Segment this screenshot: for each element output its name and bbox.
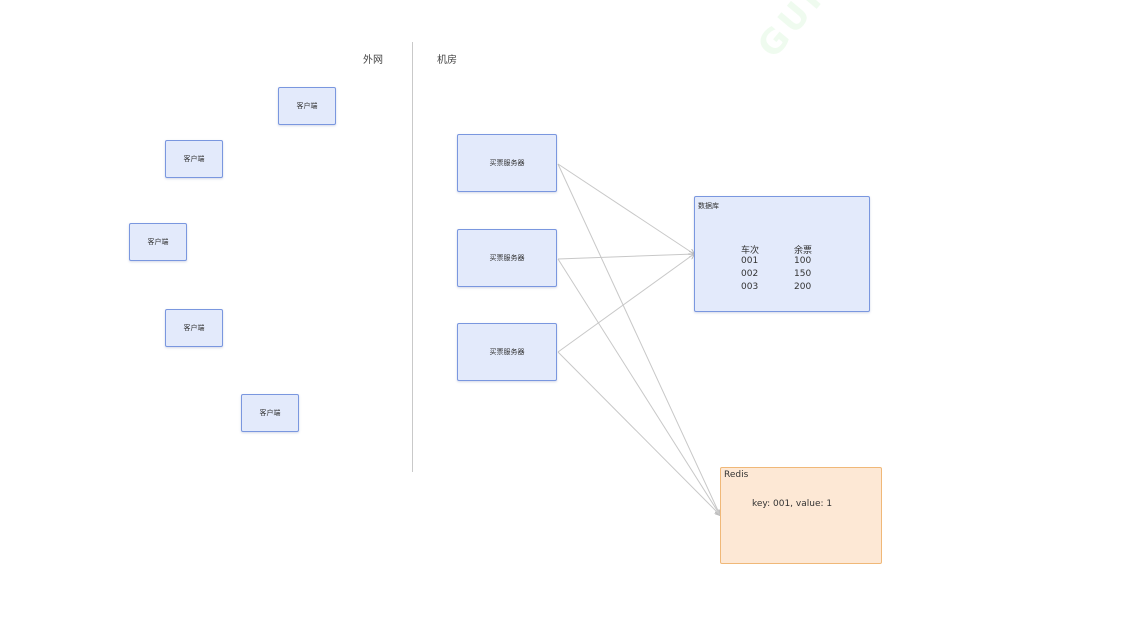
zone-divider: [412, 42, 413, 472]
column-header: 余票: [794, 246, 813, 256]
connector-server1-redis: [557, 163, 720, 515]
connector-server2-redis: [557, 258, 720, 515]
client-label: 客户端: [183, 155, 205, 163]
client-label: 客户端: [259, 409, 281, 417]
server-label: 买票服务器: [489, 159, 525, 167]
connector-server3-redis: [557, 351, 720, 515]
connector-server1-database: [557, 163, 694, 254]
client-label: 客户端: [147, 238, 169, 246]
database-table: 车次 余票 001 100 002 150 003 200: [741, 243, 812, 295]
client-node[interactable]: 客户端: [129, 223, 187, 261]
column-header: 车次: [741, 246, 760, 256]
client-node[interactable]: 客户端: [241, 394, 299, 432]
connector-server3-database: [557, 254, 694, 353]
table-cell: 002: [741, 269, 759, 279]
ticket-server-node[interactable]: 买票服务器: [457, 323, 557, 381]
client-node[interactable]: 客户端: [278, 87, 336, 125]
zone-label-datacenter: 机房: [437, 55, 457, 66]
redis-title: Redis: [724, 470, 749, 480]
ticket-server-node[interactable]: 买票服务器: [457, 229, 557, 287]
client-label: 客户端: [183, 324, 205, 332]
table-row: 001 100: [741, 256, 812, 269]
server-label: 买票服务器: [489, 254, 525, 262]
redis-entry: key: 001, value: 1: [752, 499, 833, 509]
table-row: 002 150: [741, 269, 812, 282]
zone-label-external: 外网: [363, 55, 383, 66]
table-cell: 150: [794, 269, 812, 279]
database-header-row: 车次 余票: [741, 243, 812, 256]
client-node[interactable]: 客户端: [165, 140, 223, 178]
ticket-server-node[interactable]: 买票服务器: [457, 134, 557, 192]
client-node[interactable]: 客户端: [165, 309, 223, 347]
redis-node[interactable]: Redis key: 001, value: 1: [720, 467, 882, 564]
table-cell: 100: [794, 256, 812, 266]
connector-server2-database: [557, 254, 694, 260]
database-node[interactable]: 数据库 车次 余票 001 100 002 150 003 200: [694, 196, 870, 312]
database-title: 数据库: [698, 202, 719, 210]
table-cell: 001: [741, 256, 759, 266]
table-row: 003 200: [741, 282, 812, 295]
table-cell: 003: [741, 282, 759, 292]
client-label: 客户端: [296, 102, 318, 110]
table-cell: 200: [794, 282, 812, 292]
server-label: 买票服务器: [489, 348, 525, 356]
